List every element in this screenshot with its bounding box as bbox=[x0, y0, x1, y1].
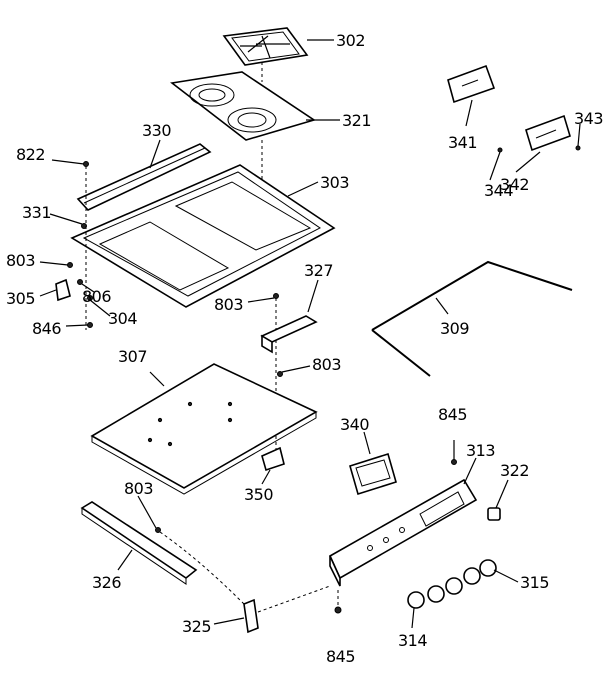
label-340: 340 bbox=[340, 415, 369, 434]
label-344: 344 bbox=[484, 181, 513, 200]
label-331: 331 bbox=[22, 203, 51, 222]
label-341: 341 bbox=[448, 133, 477, 152]
part-343-screw bbox=[575, 145, 581, 151]
part-846-screw bbox=[87, 322, 93, 328]
part-302-grate bbox=[222, 27, 309, 66]
part-342-plate bbox=[525, 114, 571, 152]
label-327: 327 bbox=[304, 261, 333, 280]
label-330: 330 bbox=[142, 121, 171, 140]
label-803-a: 803 bbox=[6, 251, 35, 270]
part-344-screw bbox=[497, 147, 503, 153]
part-340-handle bbox=[349, 452, 397, 496]
part-803-screw-d bbox=[155, 527, 161, 533]
label-343: 343 bbox=[574, 109, 603, 128]
label-803-c: 803 bbox=[312, 355, 341, 374]
label-321: 321 bbox=[342, 111, 371, 130]
label-314: 314 bbox=[398, 631, 427, 650]
part-313-control-panel bbox=[328, 478, 478, 587]
part-303-cooktop bbox=[70, 164, 336, 308]
part-330-trim-strip bbox=[76, 143, 212, 211]
part-845-screw-a bbox=[451, 459, 457, 465]
label-342: 342 bbox=[500, 175, 529, 194]
leader-lines bbox=[39, 39, 581, 629]
label-302: 302 bbox=[336, 31, 365, 50]
label-803-d: 803 bbox=[124, 479, 153, 498]
part-806-nut bbox=[77, 279, 83, 285]
part-822-screw bbox=[83, 161, 89, 167]
part-803-screw-b bbox=[273, 293, 279, 299]
label-304: 304 bbox=[108, 309, 137, 328]
part-845-screw-b bbox=[334, 606, 342, 614]
label-803-b: 803 bbox=[214, 295, 243, 314]
label-350: 350 bbox=[244, 485, 273, 504]
part-341-plate bbox=[447, 64, 496, 104]
label-315: 315 bbox=[520, 573, 549, 592]
part-309-rod bbox=[371, 260, 573, 377]
part-315-knob bbox=[479, 559, 497, 577]
callout-labels: 302 321 341 343 330 822 303 344 342 331 … bbox=[6, 31, 604, 666]
label-309: 309 bbox=[440, 319, 469, 338]
label-326: 326 bbox=[92, 573, 121, 592]
leader-326-325 bbox=[159, 531, 245, 605]
part-803-screw-c bbox=[277, 371, 283, 377]
part-326-kick-panel bbox=[80, 501, 198, 585]
part-314-knobs bbox=[407, 567, 481, 609]
label-313: 313 bbox=[466, 441, 495, 460]
part-321-burner-plate bbox=[170, 71, 316, 141]
label-846: 846 bbox=[32, 319, 61, 338]
label-845-b: 845 bbox=[326, 647, 355, 666]
part-350-bracket bbox=[261, 446, 285, 472]
part-322-knob bbox=[487, 507, 501, 521]
label-822: 822 bbox=[16, 145, 45, 164]
part-305-bracket bbox=[55, 278, 71, 302]
label-305: 305 bbox=[6, 289, 35, 308]
part-307-panel bbox=[90, 363, 318, 495]
part-803-screw-a bbox=[67, 262, 73, 268]
label-325: 325 bbox=[182, 617, 211, 636]
label-307: 307 bbox=[118, 347, 147, 366]
part-325-bracket bbox=[243, 598, 259, 634]
leader-325-313 bbox=[257, 585, 331, 613]
part-327-bracket bbox=[260, 315, 318, 354]
label-845-a: 845 bbox=[438, 405, 467, 424]
label-322: 322 bbox=[500, 461, 529, 480]
label-303: 303 bbox=[320, 173, 349, 192]
label-806: 806 bbox=[82, 287, 111, 306]
